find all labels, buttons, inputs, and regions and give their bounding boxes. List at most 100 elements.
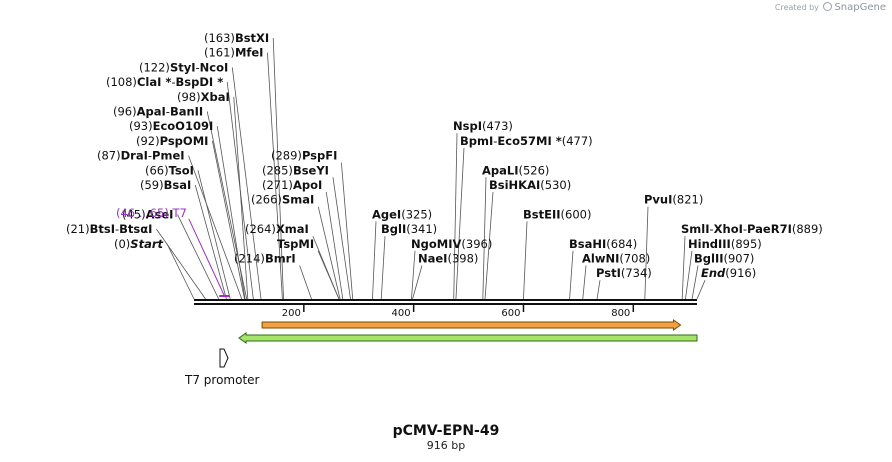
label-separator: - <box>148 149 152 163</box>
site-position: (59) <box>140 178 164 192</box>
enzyme-label: (122) StyI - NcoI <box>139 60 228 74</box>
label-separator: - <box>171 75 175 89</box>
site-position: (600) <box>561 207 592 221</box>
enzyme-name: ApoI <box>293 178 322 192</box>
credit-brand: SnapGene <box>834 2 886 13</box>
enzyme-name: AgeI <box>372 207 401 221</box>
site-position: (163) <box>204 31 235 45</box>
leader-line <box>272 37 284 300</box>
leader-line <box>696 280 706 300</box>
leader-line <box>453 133 458 300</box>
enzyme-label: (0) Start <box>114 237 164 251</box>
leader-line <box>685 250 693 300</box>
leader-line <box>596 280 601 300</box>
enzyme-name: PmeI <box>152 149 185 163</box>
enzyme-name: NspI <box>453 119 482 133</box>
site-position: (96) <box>113 105 137 119</box>
leader-line <box>372 221 377 300</box>
enzyme-label: NgoMIV (396) <box>411 237 492 251</box>
site-position: (271) <box>262 178 293 192</box>
label-separator: - <box>493 134 497 148</box>
leader-line <box>197 170 231 300</box>
leader-line <box>233 96 249 300</box>
leader-line <box>317 206 341 300</box>
leader-line <box>299 265 312 300</box>
enzyme-name: BtsI <box>90 222 115 236</box>
enzyme-name: BmrI <box>265 252 296 266</box>
sequence-backbone <box>194 299 697 305</box>
leader-line <box>156 228 206 300</box>
enzyme-label: (161) MfeI <box>204 46 263 60</box>
enzyme-label: BsaHI (684) <box>569 237 637 251</box>
enzyme-label: (92) PspOMI <box>136 134 208 148</box>
leader-line <box>340 162 354 300</box>
leader-line <box>455 147 465 300</box>
enzyme-name: BstEII <box>523 207 561 221</box>
leader-line <box>317 250 340 300</box>
site-position: (895) <box>731 237 762 251</box>
site-position: (98) <box>177 90 201 104</box>
enzyme-name: PspFI <box>302 149 337 163</box>
enzyme-name: PaeR7I <box>747 222 792 236</box>
enzyme-label: BsiHKAI (530) <box>489 178 571 192</box>
leader-line <box>412 265 423 300</box>
enzyme-name: XbaI <box>201 90 230 104</box>
leader-line <box>325 191 344 300</box>
enzyme-label: BglI (341) <box>381 222 437 236</box>
label-separator: - <box>743 222 747 236</box>
enzyme-name: TspMI <box>277 237 314 251</box>
enzyme-label: AgeI (325) <box>372 207 432 221</box>
enzyme-name: EcoO109I <box>153 119 214 133</box>
enzyme-label: End (916) <box>701 266 756 280</box>
site-position: (266) <box>251 193 282 207</box>
site-position: (341) <box>406 222 437 236</box>
enzyme-label: (96) ApaI - BanII <box>113 105 203 119</box>
enzyme-name: BspDI * <box>176 75 224 89</box>
leader-line <box>681 236 686 300</box>
leader-line <box>166 243 195 300</box>
enzyme-label: PvuI (821) <box>644 193 703 207</box>
site-position: (87) <box>97 149 121 163</box>
enzyme-name: StyI <box>170 60 196 74</box>
enzyme-name: DraI <box>121 149 148 163</box>
enzyme-name: BsiHKAI <box>489 178 540 192</box>
enzyme-label: (21) BtsI - BtsαI <box>66 222 152 236</box>
leader-line <box>582 265 587 300</box>
leader-line <box>267 52 283 300</box>
enzyme-name: XmaI <box>276 222 309 236</box>
snapgene-credit: Created by SnapGene <box>775 2 886 13</box>
snapgene-logo-icon <box>823 2 833 11</box>
enzyme-name: BglI <box>381 222 406 236</box>
site-position: (907) <box>724 252 755 266</box>
enzyme-name: ApaI <box>137 105 166 119</box>
leader-line <box>380 236 386 300</box>
plasmid-length: 916 bp <box>426 439 466 452</box>
site-position: (289) <box>271 149 302 163</box>
enzyme-name: Start <box>130 237 163 251</box>
leader-line <box>188 155 243 300</box>
enzyme-name: PstI <box>596 266 621 280</box>
enzyme-name: SmaI <box>282 193 314 207</box>
enzyme-labels: (163) BstXI(161) MfeI(122) StyI - NcoI(1… <box>66 31 823 280</box>
site-position: (0) <box>114 237 130 251</box>
enzyme-label: (45) AseI <box>122 207 173 221</box>
label-separator: - <box>166 105 170 119</box>
site-position: (93) <box>129 119 153 133</box>
enzyme-label: (87) DraI - PmeI <box>97 149 185 163</box>
site-position: (684) <box>606 237 637 251</box>
ruler-tick-label: 200 <box>282 308 301 319</box>
leader-line <box>644 206 649 300</box>
site-position: (708) <box>619 252 650 266</box>
enzyme-name: SmlI <box>681 222 710 236</box>
primer-t7-label: (46 .. 65) T7 <box>116 206 187 220</box>
site-position: (122) <box>139 60 170 74</box>
enzyme-label: BglII (907) <box>694 252 754 266</box>
enzyme-label: (271) ApoI <box>262 178 322 192</box>
enzyme-name: BpmI <box>460 134 493 148</box>
enzyme-name: NaeI <box>418 252 447 266</box>
leader-line <box>523 221 528 300</box>
site-position: (526) <box>519 163 550 177</box>
site-position: (108) <box>106 75 137 89</box>
leader-line <box>177 214 220 300</box>
